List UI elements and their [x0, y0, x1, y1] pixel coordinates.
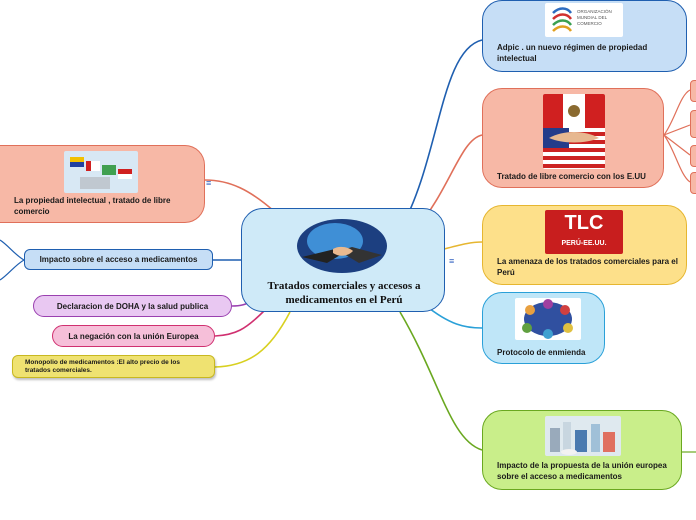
node-tlc-eeuu-label: Tratado de libre comercio con los E.UU [497, 172, 646, 181]
node-tlc-eeuu[interactable]: Tratado de libre comercio con los E.UU [482, 88, 664, 188]
node-propiedad[interactable]: La propiedad intelectual , tratado de li… [0, 145, 205, 223]
subtopic-stub-3[interactable] [690, 145, 696, 167]
central-topic[interactable]: Tratados comerciales y accesos a medicam… [241, 208, 445, 312]
notes-icon[interactable]: ≡ [449, 256, 455, 266]
central-topic-title: Tratados comerciales y accesos a medicam… [267, 280, 421, 307]
tlc-peru-eeuu-logo: TLC PERÚ-EE.UU. [545, 210, 623, 254]
node-monopolio[interactable]: Monopolio de medicamentos :El alto preci… [12, 355, 215, 378]
subtopic-stub-2[interactable] [690, 110, 696, 138]
node-protocolo[interactable]: Protocolo de enmienda [482, 292, 605, 364]
tlc-logo-main: TLC [564, 212, 604, 234]
node-impacto-ue[interactable]: Impacto de la propuesta de la unión euro… [482, 410, 682, 490]
node-adpic[interactable]: ORGANIZACIÓN MUNDIAL DEL COMERCIO Adpic … [482, 0, 687, 72]
usa-peru-handshake-image [543, 94, 605, 169]
people-circle-image [515, 298, 581, 340]
subtopic-stub-1[interactable] [690, 80, 696, 102]
node-negacion[interactable]: La negación con la unión Europea [52, 325, 215, 347]
node-amenaza-label: La amenaza de los tratados comerciales p… [497, 257, 678, 277]
node-propiedad-label: La propiedad intelectual , tratado de li… [14, 196, 171, 216]
tlc-logo-sub: PERÚ-EE.UU. [561, 240, 607, 247]
wto-logo: ORGANIZACIÓN MUNDIAL DEL COMERCIO [545, 3, 623, 37]
node-doha-label: Declaracion de DOHA y la salud publica [56, 301, 209, 311]
node-impacto-ue-label: Impacto de la propuesta de la unión euro… [497, 461, 667, 481]
node-adpic-label: Adpic . un nuevo régimen de propiedad in… [497, 43, 648, 63]
wto-logo-text: ORGANIZACIÓN MUNDIAL DEL COMERCIO [577, 9, 612, 26]
node-impacto-acceso[interactable]: Impacto sobre el acceso a medicamentos [24, 249, 213, 270]
node-impacto-acceso-label: Impacto sobre el acceso a medicamentos [39, 255, 198, 264]
node-monopolio-label: Monopolio de medicamentos :El alto preci… [25, 358, 180, 374]
flags-image [64, 151, 138, 193]
node-protocolo-label: Protocolo de enmienda [497, 348, 586, 357]
node-amenaza[interactable]: TLC PERÚ-EE.UU. La amenaza de los tratad… [482, 205, 687, 285]
node-doha[interactable]: Declaracion de DOHA y la salud publica [33, 295, 232, 317]
notes-icon[interactable]: ≡ [206, 178, 212, 188]
node-negacion-label: La negación con la unión Europea [68, 331, 199, 341]
subtopic-stub-4[interactable] [690, 172, 696, 194]
handshake-image [297, 219, 387, 273]
medicines-image [545, 416, 621, 456]
